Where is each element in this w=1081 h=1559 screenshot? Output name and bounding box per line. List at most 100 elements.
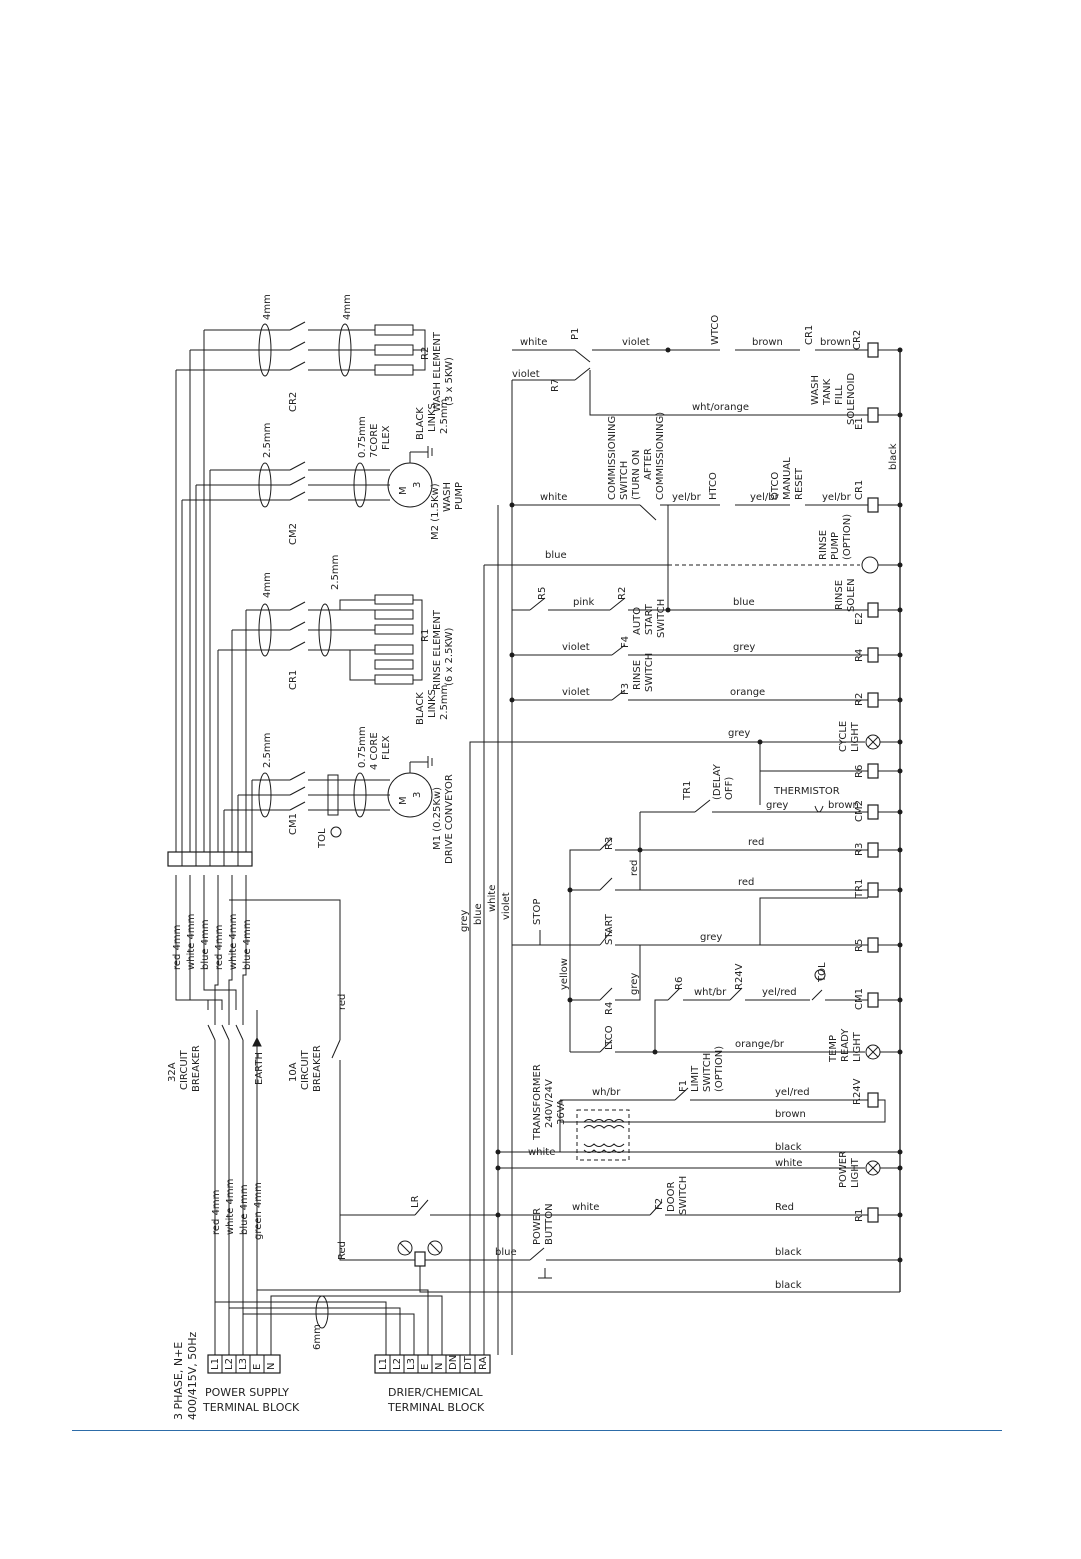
footer-rule: [72, 1430, 1002, 1431]
cycle-light-rung: grey CYCLE LIGHT: [728, 721, 903, 805]
wire-color: red: [629, 860, 640, 876]
auto-start-rung: violet F4 grey R4: [509, 636, 903, 663]
element-label: WASH ELEMENT: [432, 331, 443, 412]
wire-color: white: [540, 492, 567, 503]
switch-label: COMMISSIONING): [655, 412, 666, 500]
wire-color: brown: [828, 800, 859, 811]
tol-label: TOL: [317, 828, 328, 849]
door-switch-rung: LR white F2 DOOR SWITCH Red R1: [340, 1176, 903, 1223]
drive-conveyor-circuit: M 3 2.5mm 0.75mm 4 CORE FLEX CM1 TOL M1 …: [224, 726, 455, 864]
supply-wire-color: red 4mm: [211, 1190, 222, 1235]
rinse-solenoid-rung: R5 pink R2 blue RINSE SOLEN E2 AUTO STAR…: [512, 505, 903, 638]
wire-color: yel/br: [672, 492, 702, 503]
switch-label: F2: [654, 1198, 665, 1210]
contact-label: R3: [604, 837, 615, 850]
wire-color: violet: [622, 337, 650, 348]
power-light-rungs: white black white POWER LIGHT: [495, 1142, 903, 1188]
cable-size: 2.5mm: [262, 733, 273, 768]
coil-label: CR1: [854, 480, 865, 500]
switch-label: SWITCH: [702, 1053, 713, 1092]
motor-phase: 3: [412, 482, 423, 488]
breaker-label: BREAKER: [191, 1045, 202, 1092]
element-label: (3 x 5KW): [444, 357, 455, 406]
solenoid-label: E2: [854, 612, 865, 625]
breaker-rating: 10A: [288, 1062, 299, 1082]
light-label: READY: [840, 1028, 851, 1062]
contactor-label: CR2: [288, 392, 299, 412]
coil-label: R4: [854, 649, 865, 662]
wash-fill-rung: violet R7 wht/orange E1 WASH TANK FILL S…: [512, 367, 903, 430]
contact-label: OFF): [724, 777, 735, 800]
solenoid-label: WASH: [810, 375, 821, 405]
cable-size: 4mm: [262, 572, 273, 598]
wire-color: orange: [730, 687, 765, 698]
tol-label: TOL: [817, 962, 828, 983]
wire-color: grey: [728, 728, 750, 739]
element-label: (6 x 2.5KW): [444, 627, 455, 686]
motor-label: WASH: [442, 482, 453, 512]
main-circuit-breaker: 32A CIRCUIT BREAKER EARTH: [167, 1010, 265, 1092]
contact-label: R4: [604, 1002, 615, 1015]
cable-size: 4mm: [262, 294, 273, 320]
bus-wire-color: blue 4mm: [200, 919, 211, 970]
links-label: 2.5mm: [439, 399, 450, 434]
motor-label: M1 (0.25Kw): [432, 787, 443, 850]
wire-color: Red: [337, 1241, 348, 1260]
solenoid-label: E1: [854, 417, 865, 430]
wire-color: blue: [545, 550, 567, 561]
rinse-heater-rung: white COMMISSIONING SWITCH (TURN ON AFTE…: [509, 412, 903, 521]
contact-label: R7: [550, 379, 561, 392]
wire-color: black: [775, 1142, 802, 1153]
solenoid-label: FILL: [834, 385, 845, 405]
wash-contactor-rung: white P1 violet WTCO brown CR1 brown CR2: [512, 315, 903, 363]
pump-label: PUMP: [830, 532, 841, 560]
contact-label: R6: [674, 977, 685, 990]
power-button-rung: Red blue POWER BUTTON black black: [337, 1203, 903, 1293]
drier-block-label: TERMINAL BLOCK: [387, 1401, 485, 1414]
drier-terminal: L3: [406, 1358, 417, 1370]
wire-color: blue: [733, 597, 755, 608]
light-label: LIGHT: [852, 1031, 863, 1062]
transformer-label: 240V/24V: [544, 1079, 555, 1128]
wash-pump-circuit: M 3 2.5mm 0.75mm 7CORE FLEX CM2 M2 (1.5K…: [182, 416, 465, 545]
supply-risers: [214, 1040, 272, 1314]
temp-ready-rung: LTCO orange/br TEMP READY LIGHT: [570, 1025, 903, 1063]
coil-label: CR2: [852, 330, 863, 350]
motor-label: M2 (1.5Kw): [430, 483, 441, 540]
links-label: LINKS: [427, 403, 438, 432]
wire-color: wht/br: [694, 987, 727, 998]
light-label: TEMP: [828, 1035, 839, 1063]
riser-color: grey: [459, 910, 470, 932]
flex-label: 7CORE: [369, 424, 380, 458]
cable-size: 0.75mm: [357, 416, 368, 458]
supply-wire-color: green 4mm: [253, 1182, 264, 1240]
wire-color: black: [888, 443, 899, 470]
element-label: R2: [420, 347, 431, 360]
switch-label: RESET: [794, 467, 805, 500]
wire-color: yellow: [559, 958, 570, 990]
wash-element-circuit: 4mm 4mm CR2 R2 WASH ELEMENT (3 x 5KW) BL…: [176, 294, 455, 440]
drier-terminal: L2: [392, 1358, 403, 1370]
cable-size: 2.5mm: [330, 555, 341, 590]
wire-color: grey: [700, 932, 722, 943]
motor-label: DRIVE CONVEYOR: [444, 774, 455, 864]
coil-label: R2: [854, 693, 865, 706]
transformer-label: 36VA: [556, 1099, 567, 1125]
bus-wire-color: blue 4mm: [242, 919, 253, 970]
power-feeders: [175, 330, 253, 852]
contact-label: (DELAY: [712, 763, 723, 800]
element-label: R1: [420, 629, 431, 642]
supply-terminal: E: [252, 1364, 263, 1370]
wire-color: pink: [573, 597, 594, 608]
drier-terminal: N: [434, 1363, 445, 1370]
coil-label: CM2: [854, 800, 865, 822]
supply-terminal: L3: [238, 1358, 249, 1370]
wire-color: brown: [820, 337, 851, 348]
cable-size: 2.5mm: [262, 423, 273, 458]
breaker-bus: [175, 875, 247, 1010]
flex-label: FLEX: [381, 425, 392, 450]
switch-label: HTCO: [708, 472, 719, 500]
light-label: POWER: [838, 1151, 849, 1188]
drier-terminal: DT: [463, 1355, 474, 1370]
breaker-label: CIRCUIT: [300, 1049, 311, 1090]
